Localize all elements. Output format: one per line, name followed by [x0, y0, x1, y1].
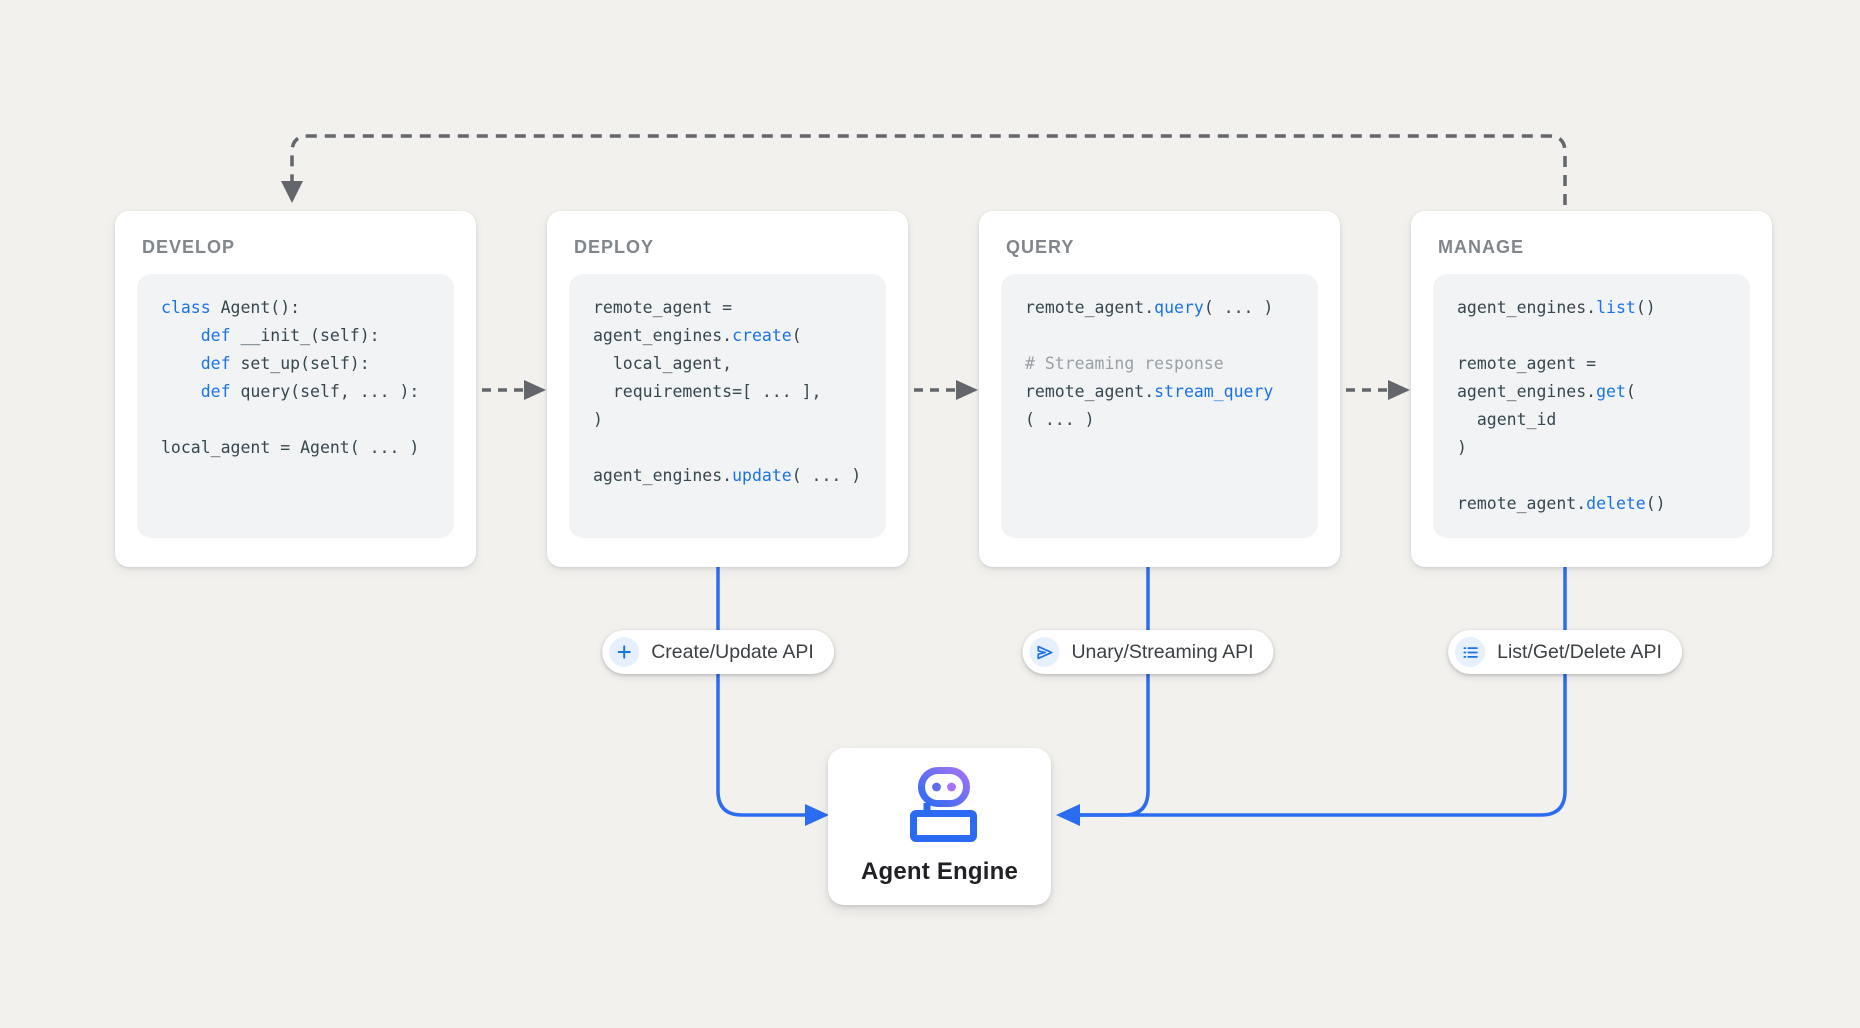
stage-card-manage: MANAGE agent_engines.list() remote_agent…	[1411, 211, 1772, 567]
loop-line-manage-to-develop	[290, 134, 1567, 205]
code-line	[593, 434, 886, 462]
pill-create-update-api: Create/Update API	[602, 630, 834, 674]
code-line: ( ... )	[1025, 410, 1095, 429]
code-line	[1457, 462, 1750, 490]
code-line: )	[1457, 438, 1467, 457]
code-line: )	[593, 410, 603, 429]
loop-arrowhead-down-icon	[281, 181, 303, 203]
code-line: agent_engines.update( ... )	[593, 466, 862, 485]
api-line-deploy	[716, 567, 806, 817]
stage-title-query: QUERY	[1006, 237, 1075, 257]
code-line	[1025, 322, 1318, 350]
code-block-deploy: remote_agent = agent_engines.create( loca…	[569, 274, 886, 538]
stage-card-deploy: DEPLOY remote_agent = agent_engines.creat…	[547, 211, 908, 567]
stage-title-deploy: DEPLOY	[574, 237, 655, 257]
code-line: remote_agent =	[1457, 354, 1597, 373]
code-line: agent_engines.get(	[1457, 382, 1636, 401]
pill-label: Create/Update API	[651, 640, 814, 663]
stage-title-develop: DEVELOP	[142, 237, 236, 257]
api-line-query	[1080, 567, 1150, 817]
code-line: agent_engines.list()	[1457, 298, 1656, 317]
stage-card-query: QUERY remote_agent.query( ... ) # Stream…	[979, 211, 1340, 567]
api-line-manage	[1080, 567, 1567, 817]
code-line	[161, 406, 454, 434]
code-line	[1457, 322, 1750, 350]
api-arrowhead-left-icon	[805, 804, 829, 826]
pill-unary-streaming-api: Unary/Streaming API	[1022, 630, 1274, 674]
flow-arrowhead-deploy-query-icon	[956, 380, 978, 400]
plus-icon	[609, 637, 640, 667]
code-line: agent_engines.create(	[593, 326, 802, 345]
flow-arrowhead-query-manage-icon	[1388, 380, 1410, 400]
code-line: local_agent,	[593, 354, 733, 373]
pill-label: Unary/Streaming API	[1071, 640, 1254, 663]
code-line: remote_agent.query( ... )	[1025, 298, 1274, 317]
stage-card-develop: DEVELOP class Agent(): def __init_(self)…	[115, 211, 476, 567]
code-line: def __init_(self):	[200, 326, 380, 345]
agent-engine-label: Agent Engine	[860, 858, 1019, 885]
code-line: requirements=[ ... ],	[593, 382, 822, 401]
code-line: remote_agent.stream_query	[1025, 382, 1274, 401]
code-line: # Streaming response	[1025, 354, 1224, 373]
agent-engine-card: Agent Engine	[828, 748, 1051, 905]
send-icon	[1029, 637, 1060, 667]
code-line: class Agent():	[161, 298, 301, 317]
code-line: remote_agent =	[593, 298, 733, 317]
code-block-manage: agent_engines.list() remote_agent = agent…	[1433, 274, 1750, 538]
pill-label: List/Get/Delete API	[1497, 640, 1662, 663]
code-line: def query(self, ... ):	[200, 382, 420, 401]
api-arrowhead-right-icon	[1056, 804, 1080, 826]
robot-icon	[900, 765, 980, 848]
code-line: local_agent = Agent( ... )	[161, 438, 420, 457]
list-icon	[1455, 637, 1486, 667]
flow-arrowhead-develop-deploy-icon	[524, 380, 546, 400]
code-line: def set_up(self):	[200, 354, 370, 373]
stage-title-manage: MANAGE	[1438, 237, 1524, 257]
code-block-query: remote_agent.query( ... ) # Streaming re…	[1001, 274, 1318, 538]
code-line: remote_agent.delete()	[1457, 494, 1666, 513]
code-line: agent_id	[1457, 410, 1557, 429]
pill-list-get-delete-api: List/Get/Delete API	[1448, 630, 1682, 674]
code-block-develop: class Agent(): def __init_(self): def se…	[137, 274, 454, 538]
